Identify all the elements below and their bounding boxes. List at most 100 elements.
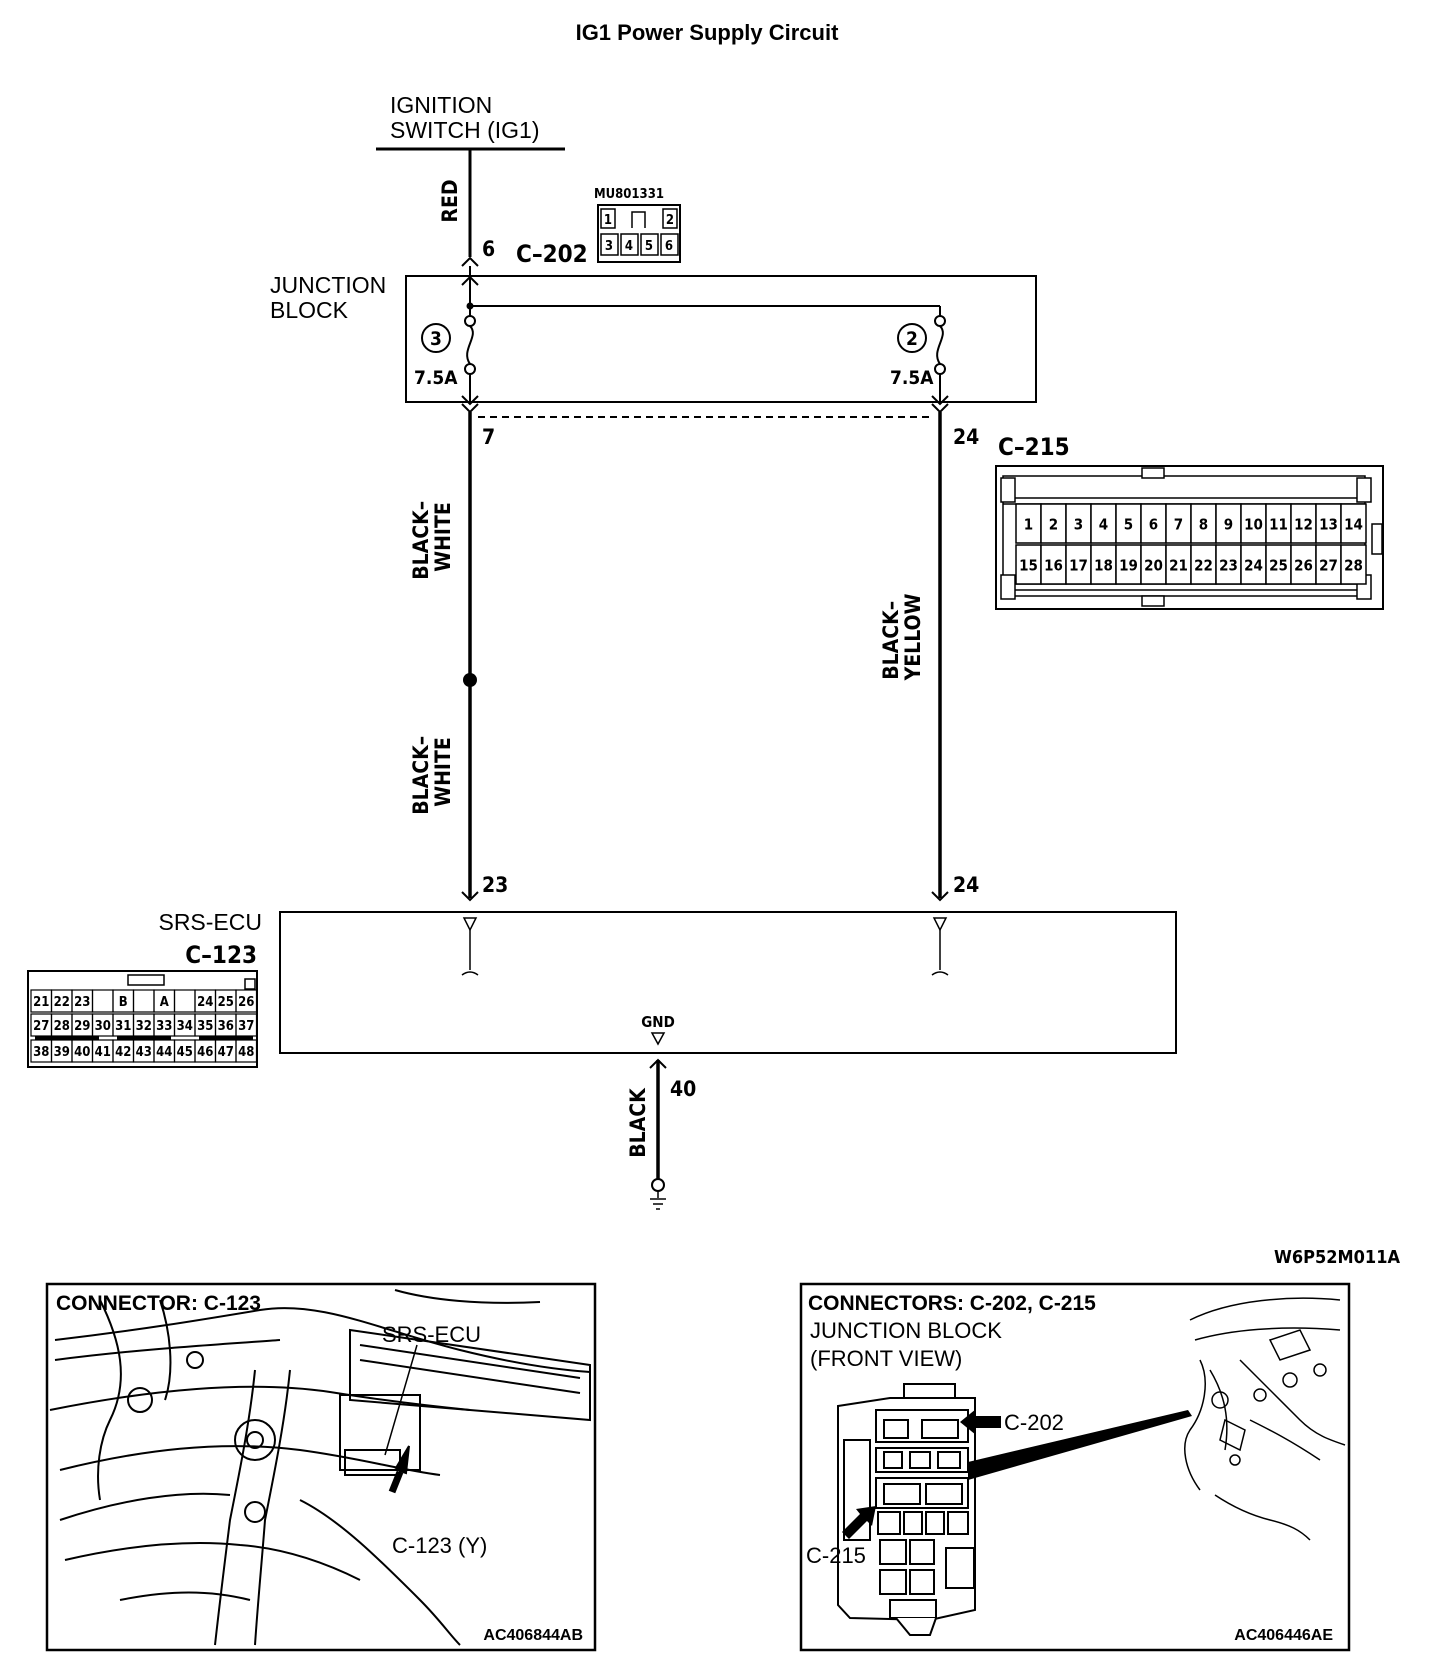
srs-ecu-pin-left: 23 <box>482 873 508 897</box>
c215-pin-cell <box>1115 503 1142 544</box>
c123-pin: 44 <box>156 1045 172 1060</box>
fuse-number-circle <box>421 323 451 353</box>
c215-pin: 10 <box>1244 516 1263 534</box>
fuse-number: 3 <box>430 328 442 350</box>
fuse-2: 2 7.5A <box>890 315 946 402</box>
c123-pin: 32 <box>136 1019 152 1034</box>
fuse-3: 3 7.5A <box>414 315 476 402</box>
c215-pin: 26 <box>1294 557 1313 575</box>
c215-pin: 8 <box>1199 516 1208 534</box>
panel-frame <box>45 1282 597 1652</box>
panel-right-heading: CONNECTORS: C-202, C-215 <box>808 1292 1096 1315</box>
c215-pin: 14 <box>1344 516 1363 534</box>
c123-pin: 47 <box>218 1045 234 1060</box>
ground-icon <box>650 1191 666 1210</box>
c123-pin: 35 <box>197 1019 213 1034</box>
c123-pin: 39 <box>54 1045 70 1060</box>
c215-pin-cell <box>1315 503 1342 544</box>
c123-pin: 23 <box>74 995 90 1010</box>
c202-name-label: C–202 <box>516 240 588 268</box>
gnd-terminal-symbol <box>650 1032 666 1046</box>
panel-right-code: AC406446AE <box>1234 1627 1333 1644</box>
c123-pin: 25 <box>218 995 234 1010</box>
fuse-rating: 7.5A <box>890 367 934 389</box>
c215-pin-cell <box>1140 544 1167 585</box>
c215-pin: 11 <box>1269 516 1288 534</box>
c123-pin: 27 <box>33 1019 49 1034</box>
c123-pin: 30 <box>95 1019 111 1034</box>
c215-pin: 27 <box>1319 557 1338 575</box>
panel-left-callout-c123: C-123 (Y) <box>392 1533 487 1558</box>
c202-pin: 3 <box>605 239 613 254</box>
c123-pin-cell <box>91 989 114 1013</box>
c215-pin-cell <box>1340 544 1367 585</box>
c215-pin-cell <box>1240 544 1267 585</box>
c202-pin: 2 <box>666 213 674 228</box>
c215-pin-cell <box>1215 503 1242 544</box>
panel-left-code: AC406844AB <box>483 1627 583 1644</box>
wire-color-line: BLACK– <box>409 736 433 815</box>
c215-pin-cell <box>1290 544 1317 585</box>
c123-pin: 22 <box>54 995 70 1010</box>
c215-pin: 16 <box>1044 557 1063 575</box>
srs-ecu-pin-right: 24 <box>953 873 979 897</box>
c123-pin: 28 <box>54 1019 70 1034</box>
ground-wire: 40 BLACK <box>626 1058 696 1210</box>
c215-pin: 24 <box>1244 557 1263 575</box>
wire-color-black-white: BLACK– WHITE <box>409 494 455 580</box>
splice-point <box>463 673 477 687</box>
diagram-title: IG1 Power Supply Circuit <box>576 20 840 45</box>
c215-pin-cell <box>1290 503 1317 544</box>
panel-right-subheading-1: JUNCTION BLOCK <box>810 1318 1002 1343</box>
c123-pin: 33 <box>156 1019 172 1034</box>
panel-right-callout-c202: C-202 <box>1004 1410 1064 1435</box>
c215-pin-cell <box>1190 544 1217 585</box>
terminal-symbol <box>461 917 479 976</box>
panel-right-callout-c215: C-215 <box>806 1543 866 1568</box>
c215-pin-cell <box>1240 503 1267 544</box>
junction-block-label-line2: BLOCK <box>270 297 349 323</box>
c215-pin: 21 <box>1169 557 1188 575</box>
ignition-switch-label-line2: SWITCH (IG1) <box>390 117 540 143</box>
c215-pin: 23 <box>1219 557 1238 575</box>
c215-pin: 19 <box>1119 557 1138 575</box>
vehicle-interior-illustration <box>49 1289 591 1646</box>
c215-pin: 13 <box>1319 516 1338 534</box>
junction-block-illustration <box>837 1383 976 1636</box>
srs-ecu-label: SRS-ECU <box>158 909 262 935</box>
c215-pin-cell <box>1340 503 1367 544</box>
c123-pin: 41 <box>95 1045 111 1060</box>
terminal-symbol <box>931 917 949 976</box>
fuse-number-circle <box>897 323 927 353</box>
panel-left-callout-srs-ecu: SRS-ECU <box>382 1322 481 1347</box>
c123-pin: 43 <box>136 1045 152 1060</box>
fuse-3-output-pin: 7 <box>482 425 495 449</box>
red-wire: RED <box>438 149 479 267</box>
arrow-icon <box>842 1506 876 1539</box>
c123-pin: 38 <box>33 1045 49 1060</box>
c215-pin: 4 <box>1099 516 1108 534</box>
c123-pin-cell <box>235 1013 258 1037</box>
c123-name-label: C–123 <box>185 941 257 969</box>
panel-left-heading: CONNECTOR: C-123 <box>56 1292 261 1315</box>
c123-pin: 31 <box>115 1019 131 1034</box>
c123-pin: 46 <box>197 1045 213 1060</box>
c215-pin: 18 <box>1094 557 1113 575</box>
c215-pin: 28 <box>1344 557 1363 575</box>
c215-pin-cell <box>1165 503 1192 544</box>
c215-pin: 20 <box>1144 557 1163 575</box>
c123-pin-cell <box>132 989 155 1013</box>
dashboard-location-illustration <box>1184 1297 1346 1541</box>
c123-pin: 42 <box>115 1045 131 1060</box>
junction-block: JUNCTION BLOCK 3 7.5A 2 7.5A <box>270 266 1037 449</box>
c123-pin-cell <box>235 1039 258 1063</box>
ignition-switch-label-line1: IGNITION <box>390 92 492 118</box>
gnd-label: GND <box>641 1013 675 1031</box>
c215-pin: 2 <box>1049 516 1058 534</box>
wire-color-black: BLACK <box>626 1087 650 1158</box>
